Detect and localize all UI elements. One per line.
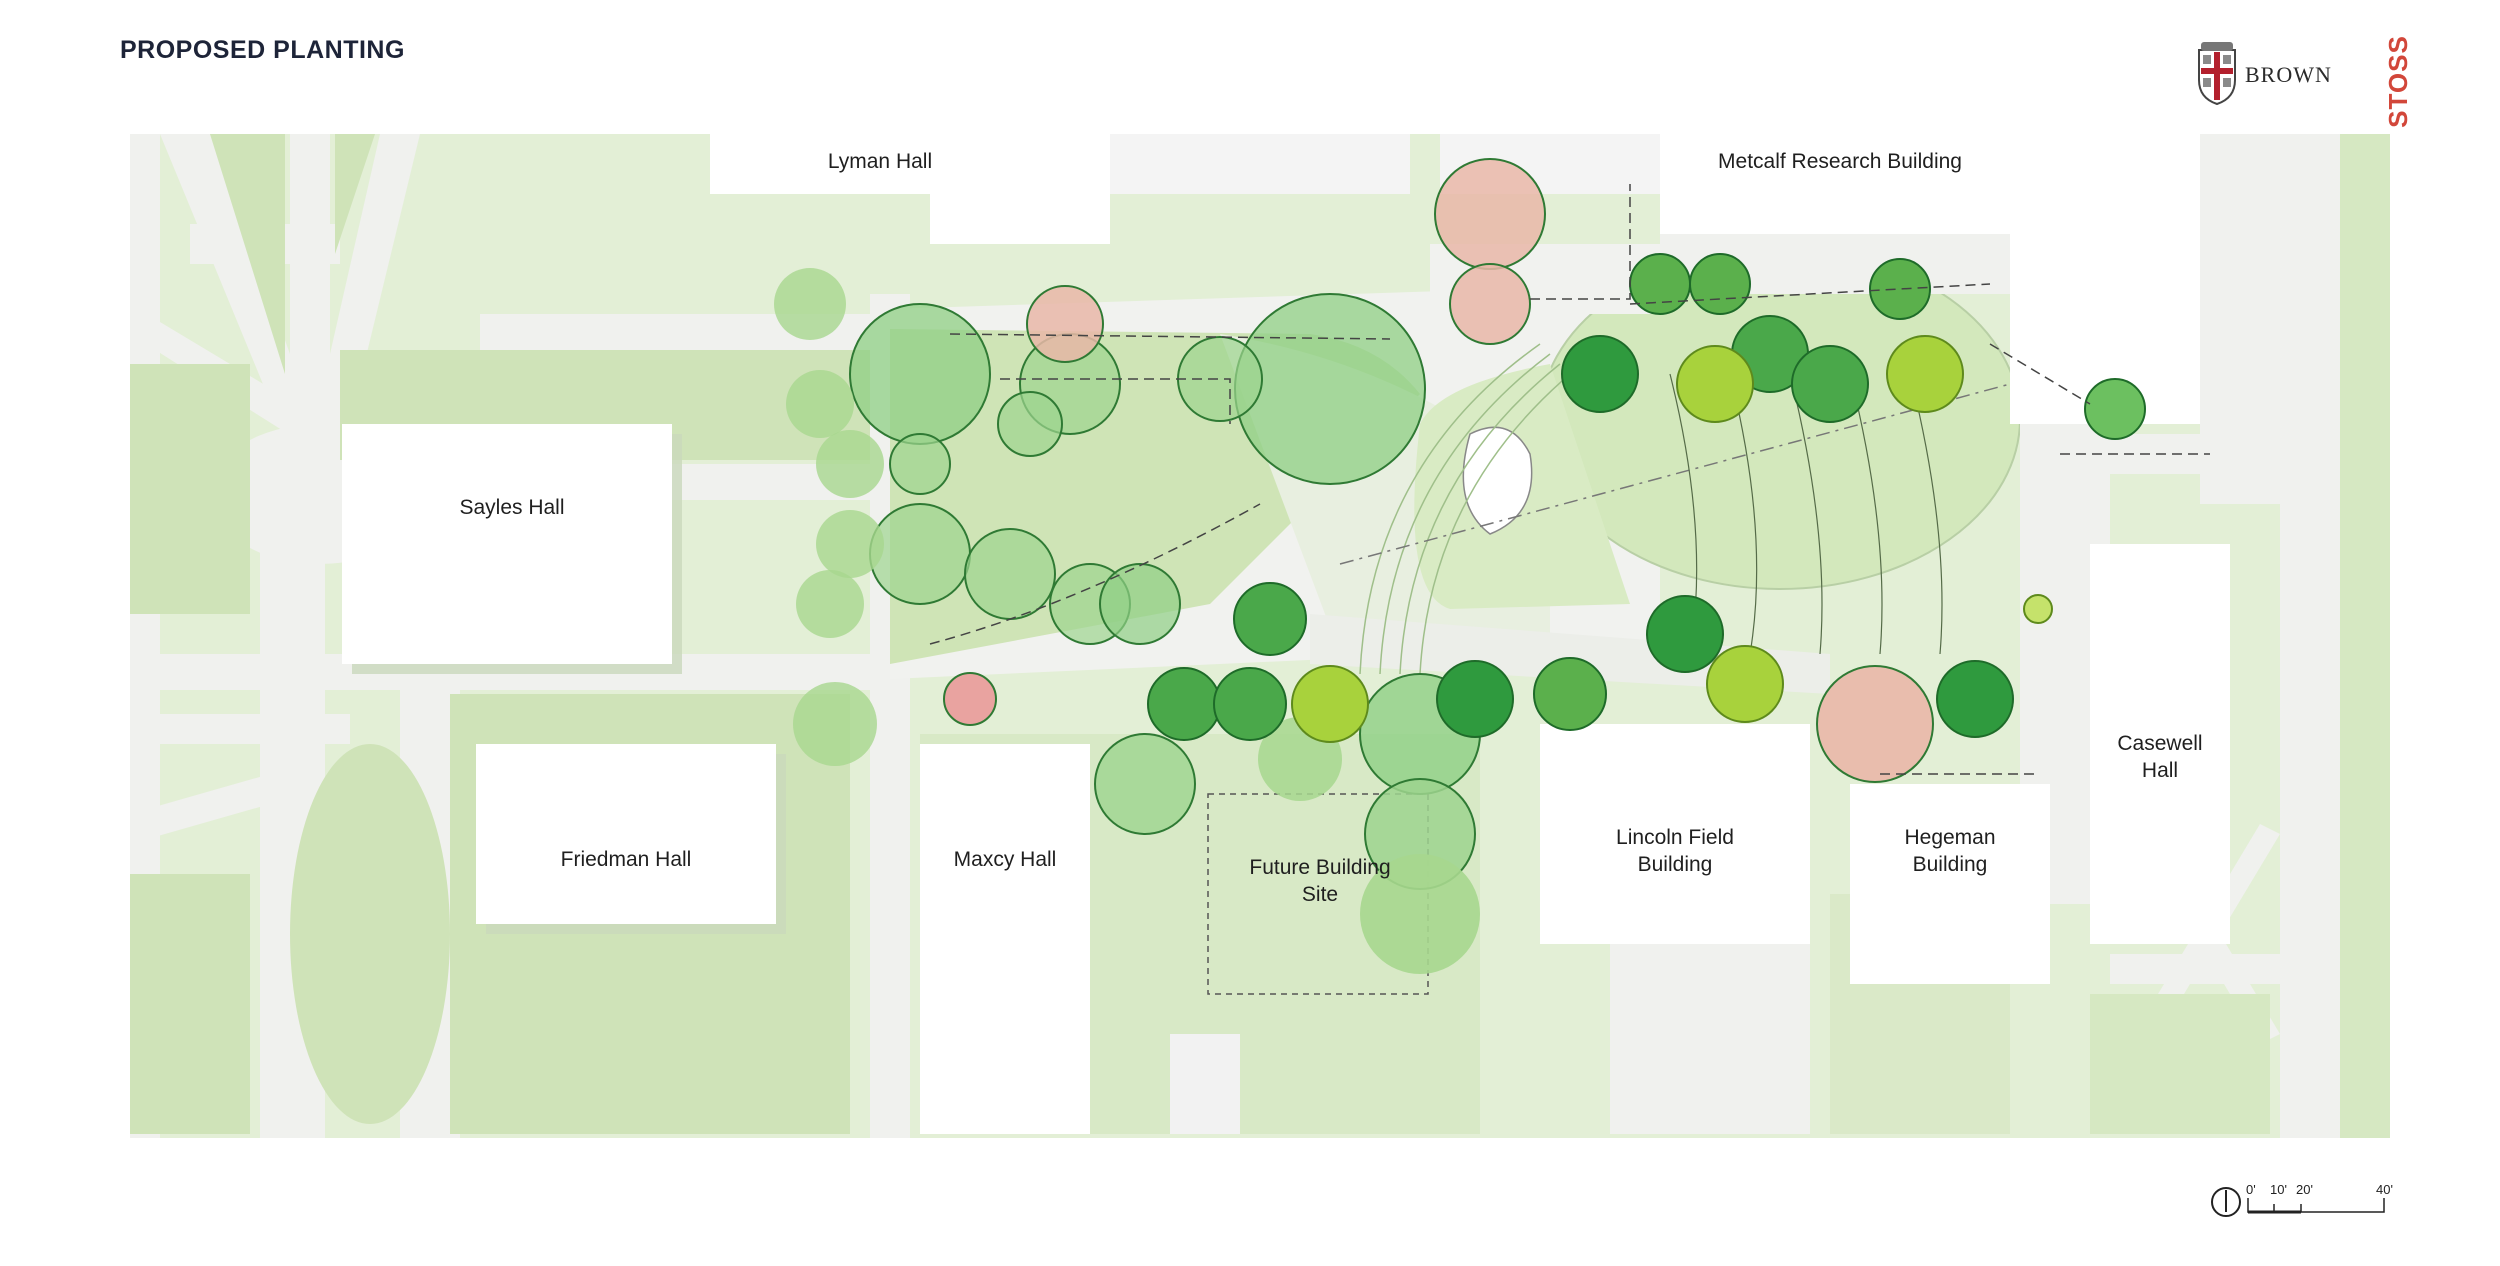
tree-blush (1026, 285, 1104, 363)
hegeman-footprint (1850, 784, 2050, 984)
tree-dark (1936, 660, 2014, 738)
building-label-friedman: Friedman Hall (560, 848, 692, 871)
site-plan-drawing (130, 134, 2390, 1154)
tree-dark (1147, 667, 1221, 741)
tree-canopy (774, 268, 846, 340)
tree-dark (1436, 660, 1514, 738)
tree-dark (1233, 582, 1307, 656)
right-lawn-patches (2090, 134, 2390, 1138)
tree-dark (1791, 345, 1869, 423)
tree-canopy (849, 303, 991, 445)
tree-lime (1676, 345, 1754, 423)
building-label-lincoln-field: Lincoln Field Building (1616, 826, 1734, 876)
tree-dark (1533, 657, 1607, 731)
tree-canopy (964, 528, 1056, 620)
dashed-boundaries (929, 184, 2210, 775)
tree-dark (1869, 258, 1931, 320)
tree-dark (1561, 335, 1639, 413)
tree-dark (1689, 253, 1751, 315)
tree-lime (1886, 335, 1964, 413)
lincoln-field-footprint (1540, 724, 1810, 944)
building-label-lyman: Lyman Hall (827, 150, 933, 173)
tree-blush (943, 672, 997, 726)
metcalf-footprint (1660, 134, 2010, 234)
site-plan-map: Lyman Hall Metcalf Research Building Say… (130, 134, 2390, 1154)
tree-dark (1213, 667, 1287, 741)
tree-canopy (1177, 336, 1263, 422)
scale-bar: 0' 10' 20' 40' (2210, 1182, 2393, 1222)
page-title: PROPOSED PLANTING (120, 36, 405, 64)
stoss-logo: STOSS (2370, 35, 2413, 128)
tree-canopy (816, 430, 884, 498)
tree-canopy (1360, 854, 1480, 974)
building-label-casewell: Casewell Hall (2117, 732, 2203, 782)
casewell-hall-footprint (2090, 544, 2230, 944)
tree-blush (1449, 263, 1531, 345)
tree-canopy (793, 682, 877, 766)
stoss-wordmark: STOSS (2382, 35, 2413, 128)
friedman-hall-footprint (476, 744, 776, 924)
scale-tick-40: 40' (2376, 1182, 2393, 1197)
scale-tick-0: 0' (2246, 1182, 2256, 1197)
trees (774, 158, 2210, 974)
scale-tick-10: 10' (2270, 1182, 2287, 1197)
tree-dark (2084, 378, 2146, 440)
tree-dark (1629, 253, 1691, 315)
tree-canopy (786, 370, 854, 438)
tree-blush (1434, 158, 1546, 270)
tree-canopy (796, 570, 864, 638)
brown-logo: BROWN (2195, 40, 2405, 112)
north-arrow-icon (2211, 1187, 2241, 1217)
building-label-future-site: Future Building Site (1249, 856, 1391, 906)
scale-tick-20: 20' (2296, 1182, 2313, 1197)
tree-lime (1291, 665, 1369, 743)
tree-canopy (889, 433, 951, 495)
brown-wordmark: BROWN (2245, 62, 2332, 87)
tree-canopy (997, 391, 1063, 457)
sayles-hall-footprint (342, 424, 672, 664)
scale-bar-line (2247, 1198, 2385, 1214)
tree-dark (1646, 595, 1724, 673)
tree-blush (1816, 665, 1934, 783)
building-label-sayles: Sayles Hall (459, 496, 565, 519)
tree-lime (2023, 594, 2053, 624)
tree-canopy (869, 503, 971, 605)
tree-canopy (816, 510, 884, 578)
brown-shield-icon (2198, 42, 2236, 106)
tree-canopy (1099, 563, 1181, 645)
maxcy-hall-footprint (920, 744, 1090, 1134)
tree-canopy (1234, 293, 1426, 485)
building-label-hegeman: Hegeman Building (1904, 826, 1996, 876)
tree-canopy (1094, 733, 1196, 835)
building-label-maxcy: Maxcy Hall (953, 848, 1057, 871)
tree-lime (1706, 645, 1784, 723)
building-label-metcalf: Metcalf Research Building (1718, 150, 1962, 173)
buildings (342, 134, 2230, 1134)
